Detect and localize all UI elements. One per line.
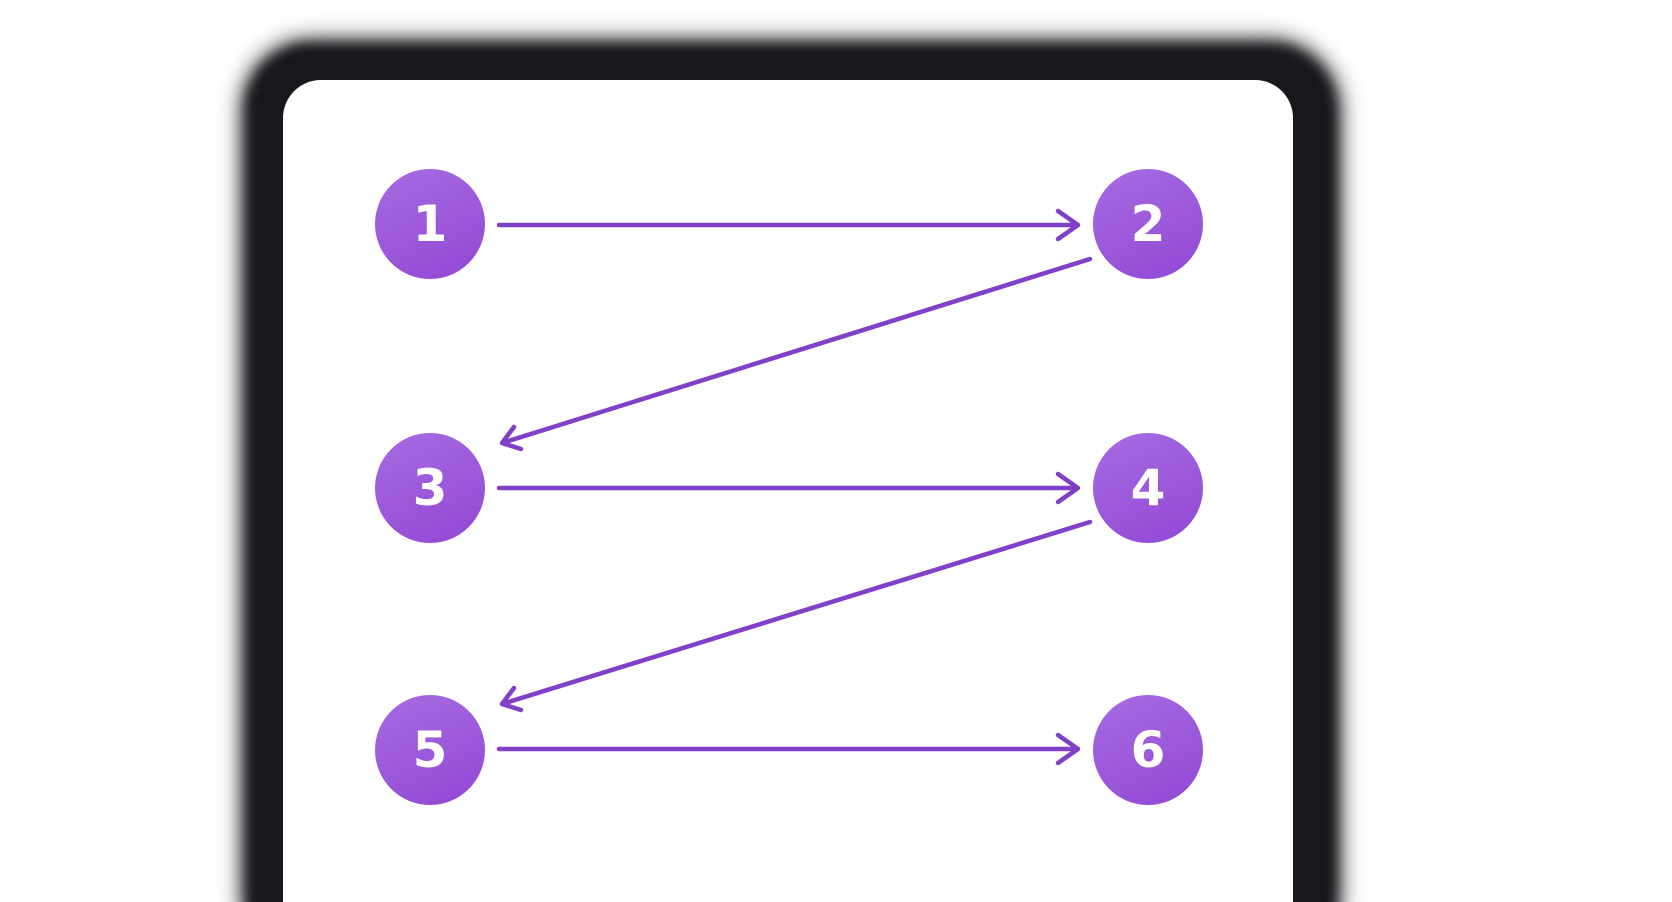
step-node-3-label: 3 [412,459,448,517]
step-node-6-label: 6 [1130,721,1166,779]
step-node-4-label: 4 [1130,459,1166,517]
step-node-2-label: 2 [1130,195,1166,253]
step-node-5-label: 5 [412,721,448,779]
step-node-5: 5 [375,695,485,805]
step-node-2: 2 [1093,169,1203,279]
step-node-3: 3 [375,433,485,543]
step-node-6: 6 [1093,695,1203,805]
diagram-card: 1 2 3 4 5 6 [283,80,1293,902]
step-node-1: 1 [375,169,485,279]
step-node-4: 4 [1093,433,1203,543]
step-node-1-label: 1 [412,195,448,253]
